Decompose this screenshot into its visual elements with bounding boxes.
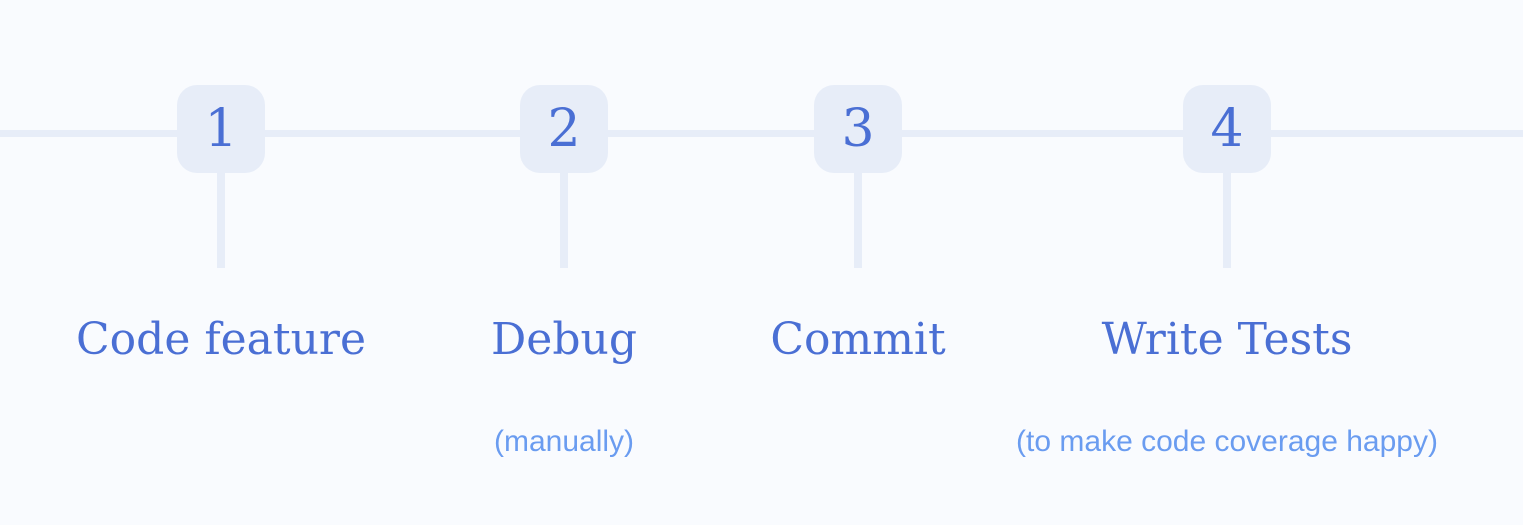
step-number-badge: 2 [520,85,608,173]
step-subtitle: (to make code coverage happy) [1016,425,1438,458]
step-title: Code feature [76,314,366,365]
step-title: Write Tests [1101,314,1353,365]
step-number-badge: 3 [814,85,902,173]
step-connector [217,173,225,268]
step-number-badge: 4 [1183,85,1271,173]
step-connector [1223,173,1231,268]
timeline-track [0,130,1523,137]
step-connector [560,173,568,268]
step-title: Debug [491,314,637,365]
step-subtitle: (manually) [493,425,635,458]
step-connector [854,173,862,268]
step-title: Commit [770,314,946,365]
step-number-badge: 1 [177,85,265,173]
